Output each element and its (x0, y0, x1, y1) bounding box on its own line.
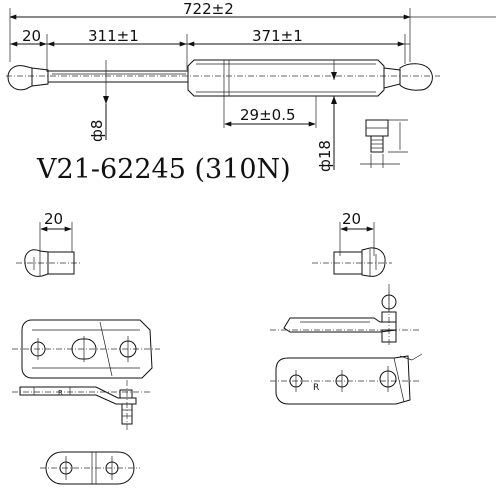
left-bracket-mark: R (58, 389, 63, 397)
gas-spring-side-view (6, 59, 440, 104)
left-bracket-top-view (12, 319, 160, 379)
rod-diameter-label: ф8 (88, 120, 106, 142)
rod-diameter-dimension: ф8 (88, 104, 107, 142)
right-bracket-top-view: R (270, 353, 423, 405)
right-ball-socket (399, 63, 433, 91)
left-fitting-width-label: 20 (44, 210, 63, 228)
right-bracket-side-view (270, 284, 420, 346)
left-ball-socket (7, 65, 33, 91)
rod-section-length-label: 311±1 (88, 27, 139, 45)
left-bracket-side-view (12, 380, 150, 430)
part-number-label: V21-62245 (310N) (36, 154, 291, 185)
overall-dimension: 722±2 (9, 0, 496, 62)
body-section-length-label: 371±1 (252, 27, 303, 45)
stud-detail (360, 119, 408, 168)
section-dimensions: 20 311±1 371±1 (10, 27, 410, 72)
left-fitting-detail: 20 (16, 210, 80, 277)
body-diameter-dimension: ф18 (316, 96, 337, 172)
stroke-offset-label: 29±0.5 (240, 106, 296, 124)
piston-rod (47, 70, 189, 83)
left-end-fitting (31, 67, 49, 87)
right-bracket-mark: R (313, 383, 319, 393)
body-diameter-label: ф18 (316, 140, 334, 172)
end-fitting-length-label: 20 (22, 27, 41, 45)
right-fitting-detail: 20 (312, 210, 392, 277)
right-end-fitting (383, 67, 401, 89)
right-fitting-width-label: 20 (342, 210, 361, 228)
cylinder-body (187, 59, 385, 97)
stroke-offset-dimension: 29±0.5 (223, 96, 317, 128)
left-link-plate (40, 451, 140, 485)
overall-length-label: 722±2 (183, 0, 234, 18)
